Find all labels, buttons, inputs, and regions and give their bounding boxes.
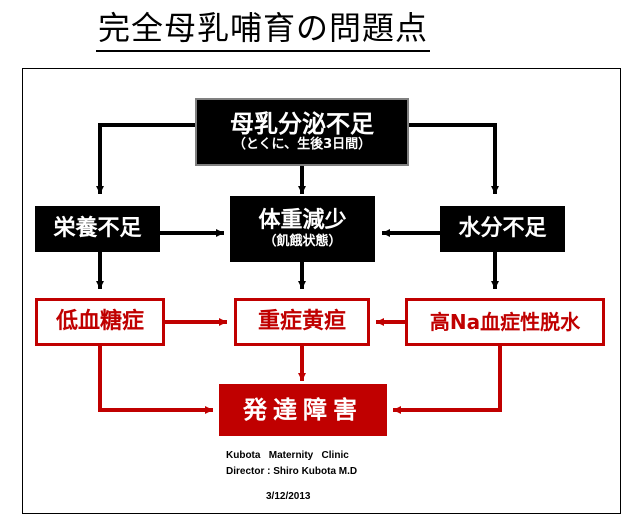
node-developmental-disorder-label: 発達障害 [243, 396, 363, 424]
node-weight-loss-sublabel: （飢餓状態） [263, 234, 342, 249]
node-developmental-disorder: 発達障害 [219, 384, 387, 436]
node-hypoglycemia: 低血糖症 [35, 298, 165, 346]
node-water-shortage-label: 水分不足 [458, 216, 547, 241]
node-milk-shortage-label: 母乳分泌不足 [230, 110, 374, 138]
node-milk-shortage-sublabel: （とくに、生後3日間） [232, 137, 372, 152]
node-weight-loss-label: 体重減少 [258, 208, 347, 233]
node-jaundice: 重症黄疸 [234, 298, 370, 346]
credit-clinic: Kubota Maternity Clinic [226, 450, 349, 461]
node-jaundice-label: 重症黄疸 [257, 309, 346, 334]
node-malnutrition-label: 栄養不足 [53, 216, 142, 241]
arrow-dehydration-to-development [393, 344, 502, 414]
node-dehydration: 高Na血症性脱水 [405, 298, 605, 346]
node-hypoglycemia-label: 低血糖症 [55, 309, 144, 334]
date-stamp: 3/12/2013 [266, 491, 311, 502]
credit-director: Director : Shiro Kubota M.D [226, 466, 358, 477]
arrow-milk-to-malnutrition [96, 123, 197, 194]
page-title: 完全母乳哺育の問題点 [96, 8, 431, 52]
node-malnutrition: 栄養不足 [35, 206, 160, 252]
node-dehydration-label: 高Na血症性脱水 [429, 310, 581, 334]
node-milk-shortage: 母乳分泌不足 （とくに、生後3日間） [195, 98, 409, 166]
credit-block: Kubota Maternity Clinic Director : Shiro… [226, 448, 357, 480]
node-water-shortage: 水分不足 [440, 206, 565, 252]
node-weight-loss: 体重減少 （飢餓状態） [230, 196, 375, 262]
diagram-frame [22, 68, 621, 514]
arrow-milk-to-water [408, 123, 499, 194]
arrow-hypoglycemia-to-development [98, 344, 213, 414]
